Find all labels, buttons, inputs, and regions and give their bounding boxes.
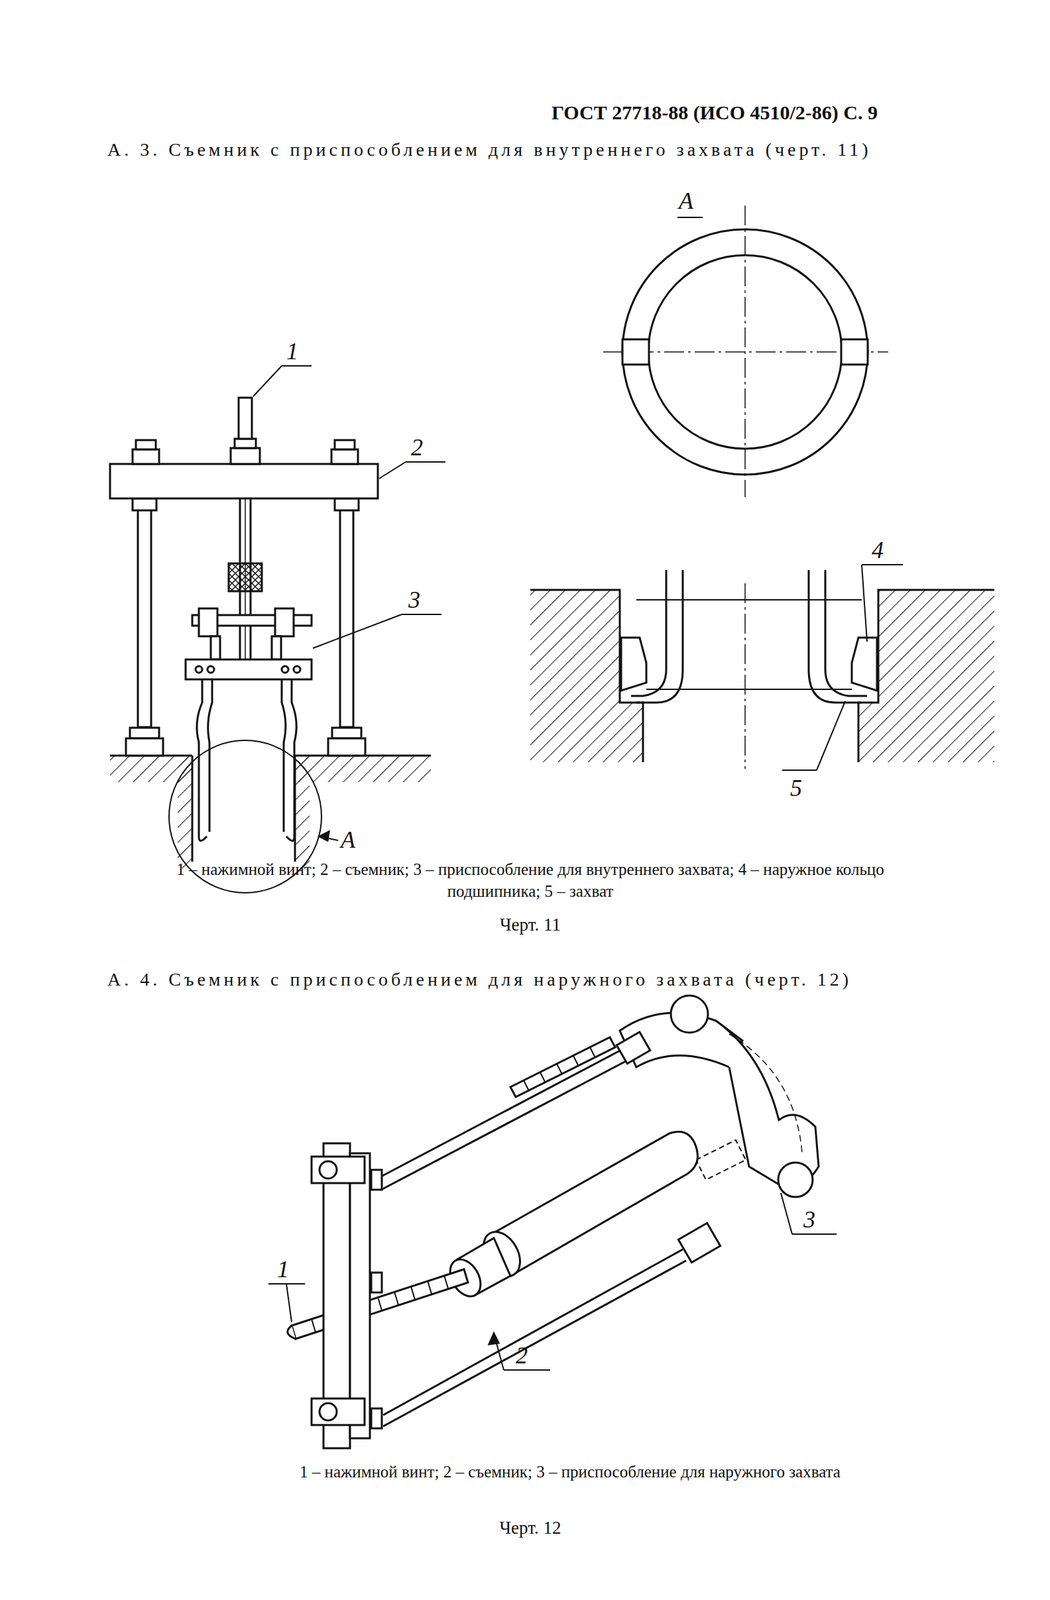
ring-view: [603, 205, 889, 498]
external-puller-figure: [268, 995, 837, 1449]
figure-number: Черт. 12: [430, 1516, 630, 1540]
view-label: А: [678, 185, 712, 217]
puller-figure: [110, 365, 446, 893]
callout-number: 2: [410, 432, 438, 464]
figure-caption: 1 – нажимной винт; 2 – съемник; 3 – прис…: [298, 1461, 842, 1484]
section-heading: А. 4. Съемник с приспособлением для нару…: [107, 967, 996, 992]
callout-number: 1: [286, 336, 313, 368]
section-heading: А. 3. Съемник с приспособлением для внут…: [107, 137, 996, 162]
callout-number: 4: [871, 534, 899, 567]
callout-number: 2: [515, 1340, 543, 1372]
callout-number: 3: [408, 584, 435, 616]
callout-number: 5: [790, 772, 817, 805]
figure-number: Черт. 11: [430, 913, 630, 937]
view-callout: А: [340, 824, 368, 856]
page-header: ГОСТ 27718-88 (ИСО 4510/2-86) С. 9: [551, 99, 1029, 126]
callout-number: 1: [277, 1254, 304, 1286]
callout-number: 3: [803, 1204, 830, 1236]
bearing-section: [530, 564, 995, 771]
figure-caption: 1 – нажимной винт; 2 – съемник; 3 – прис…: [165, 859, 895, 903]
